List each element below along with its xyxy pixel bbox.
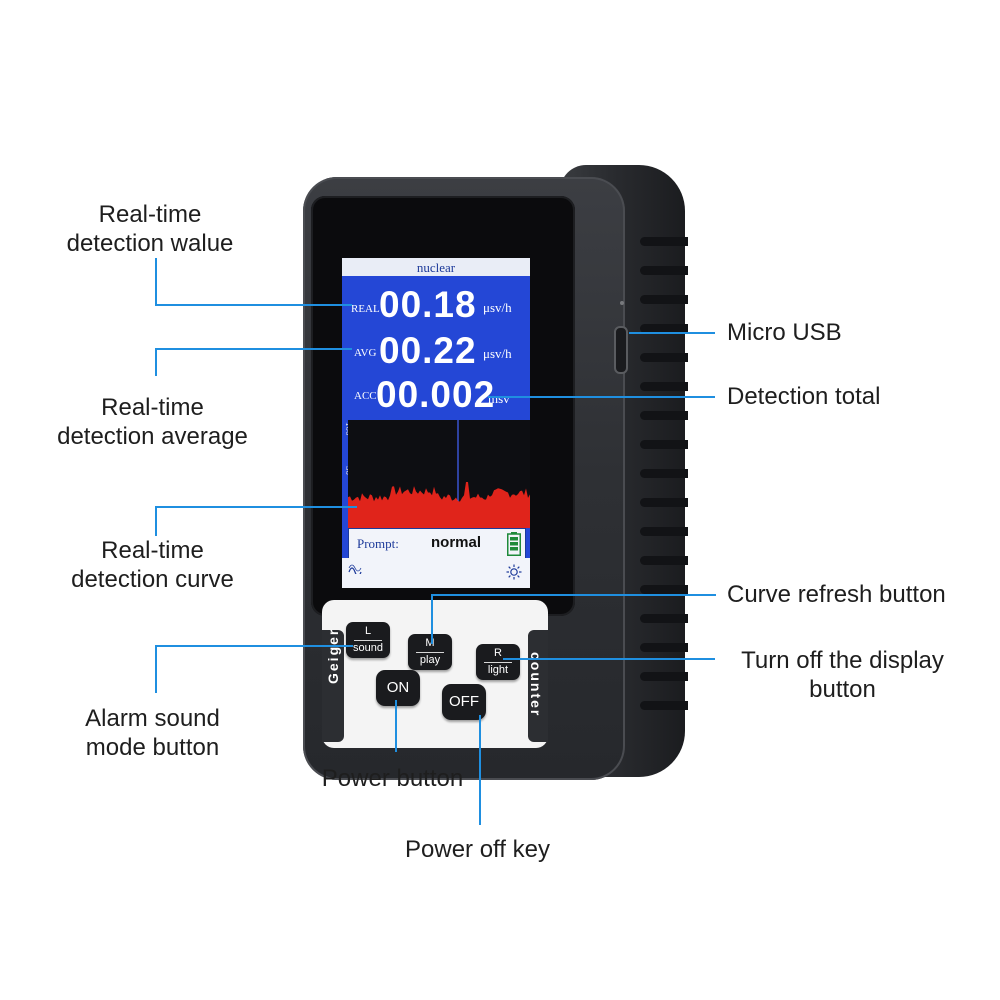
callout-realtime-curve-line2: detection curve <box>71 566 234 593</box>
leader-line-value-h <box>155 304 352 306</box>
keypad-panel: Geiger counter L sound M play R light ON… <box>322 600 548 748</box>
callout-detection-total: Detection total <box>727 383 881 410</box>
lcd-title: nuclear <box>416 260 456 275</box>
detection-curve-area <box>348 482 530 528</box>
callout-turn-off-display-line2: button <box>809 676 876 703</box>
side-grip-fin <box>640 324 688 333</box>
lcd-title-bar <box>342 258 530 276</box>
radiation-wave-icon <box>348 564 362 574</box>
acc-label: ACC <box>354 390 377 402</box>
battery-icon <box>507 532 521 556</box>
side-grip-fin <box>640 527 688 536</box>
callout-realtime-value-line1: Real-time <box>98 201 202 228</box>
callout-power-off-key: Power off key <box>405 836 550 863</box>
lcd-screen: nuclear REAL 00.18 μsv/h AVG 00.22 μsv/h… <box>342 258 530 588</box>
leader-line-value-v <box>155 258 157 306</box>
power-off-button[interactable]: OFF <box>442 684 486 720</box>
play-key-m[interactable]: M play <box>408 634 452 670</box>
side-grip-fin <box>640 353 688 362</box>
micro-usb-port[interactable] <box>614 326 628 374</box>
leader-line-average-h <box>155 348 352 350</box>
side-grip-fin <box>640 643 688 652</box>
callout-realtime-average-line2: detection average <box>57 423 248 450</box>
side-grip-fin <box>640 556 688 565</box>
play-key-label: play <box>419 654 441 666</box>
prompt-bar: Prompt: normal <box>348 528 526 560</box>
light-key-label: light <box>487 664 509 676</box>
callout-realtime-curve-line1: Real-time <box>101 537 204 564</box>
side-grip-fin <box>640 701 688 710</box>
light-key-letter: R <box>494 647 502 659</box>
brand-side-text-left: Geiger <box>325 627 341 684</box>
light-key-r[interactable]: R light <box>476 644 520 680</box>
leader-line-power-off-v <box>479 715 481 825</box>
key-divider <box>354 640 382 641</box>
side-grip-fin <box>640 266 688 275</box>
callout-realtime-average: Real-time detection average <box>40 393 265 451</box>
side-grip-fin <box>640 295 688 304</box>
callout-realtime-curve: Real-time detection curve <box>45 536 260 594</box>
reset-pin-hole <box>620 301 624 305</box>
leader-line-alarm-h <box>155 645 353 647</box>
leader-line-curve-h <box>155 506 357 508</box>
callout-alarm-sound-line1: Alarm sound <box>85 705 220 732</box>
callout-realtime-value: Real-time detection walue <box>45 200 255 258</box>
callout-turn-off-display-line1: Turn off the display <box>741 647 944 674</box>
side-grip-fin <box>640 585 688 594</box>
leader-line-refresh-v <box>431 594 433 644</box>
leader-line-average-v <box>155 348 157 376</box>
sound-key-l[interactable]: L sound <box>346 622 390 658</box>
real-label: REAL <box>351 303 380 315</box>
callout-curve-refresh: Curve refresh button <box>727 581 946 608</box>
real-value: 00.18 <box>379 284 477 325</box>
side-grip-fin <box>640 672 688 681</box>
key-divider <box>416 652 444 653</box>
leader-line-alarm-v <box>155 645 157 693</box>
side-grip-fin <box>640 382 688 391</box>
brand-side-text-right: counter <box>528 652 544 718</box>
callout-alarm-sound: Alarm sound mode button <box>55 704 250 762</box>
acc-value: 00.002 <box>376 374 496 415</box>
side-grip-fin <box>640 237 688 246</box>
avg-label: AVG <box>354 347 377 359</box>
prompt-status: normal <box>431 534 482 551</box>
side-grip-fin <box>640 411 688 420</box>
acc-unit: msv <box>488 391 510 406</box>
keypad-left-strip <box>322 630 344 742</box>
leader-line-display-h <box>503 658 715 660</box>
side-grip-fin <box>640 440 688 449</box>
callout-micro-usb: Micro USB <box>727 319 842 346</box>
callout-realtime-value-line2: detection walue <box>66 230 234 257</box>
callout-realtime-average-line1: Real-time <box>101 394 204 421</box>
side-grip-fin <box>640 614 688 623</box>
brightness-sun-icon <box>506 564 522 580</box>
avg-value: 00.22 <box>379 330 477 371</box>
leader-line-curve-v <box>155 506 157 536</box>
callout-alarm-sound-line2: mode button <box>85 734 220 761</box>
power-on-button[interactable]: ON <box>376 670 420 706</box>
sound-key-label: sound <box>353 642 383 654</box>
real-unit: μsv/h <box>483 300 512 315</box>
side-grip-fin <box>640 469 688 478</box>
side-grip-fin <box>640 498 688 507</box>
leader-line-power-v <box>395 700 397 752</box>
sound-key-letter: L <box>364 625 372 637</box>
leader-line-usb-h <box>629 332 715 334</box>
avg-unit: μsv/h <box>483 346 512 361</box>
key-divider <box>484 662 512 663</box>
prompt-label: Prompt: <box>357 536 399 551</box>
leader-line-total-h <box>488 396 715 398</box>
detection-curve-graph <box>348 420 530 528</box>
lcd-status-bar <box>342 558 530 588</box>
callout-turn-off-display: Turn off the display button <box>725 646 960 704</box>
callout-power-button: Power button <box>321 765 464 792</box>
leader-line-refresh-h <box>431 594 716 596</box>
play-key-letter: M <box>425 637 435 649</box>
